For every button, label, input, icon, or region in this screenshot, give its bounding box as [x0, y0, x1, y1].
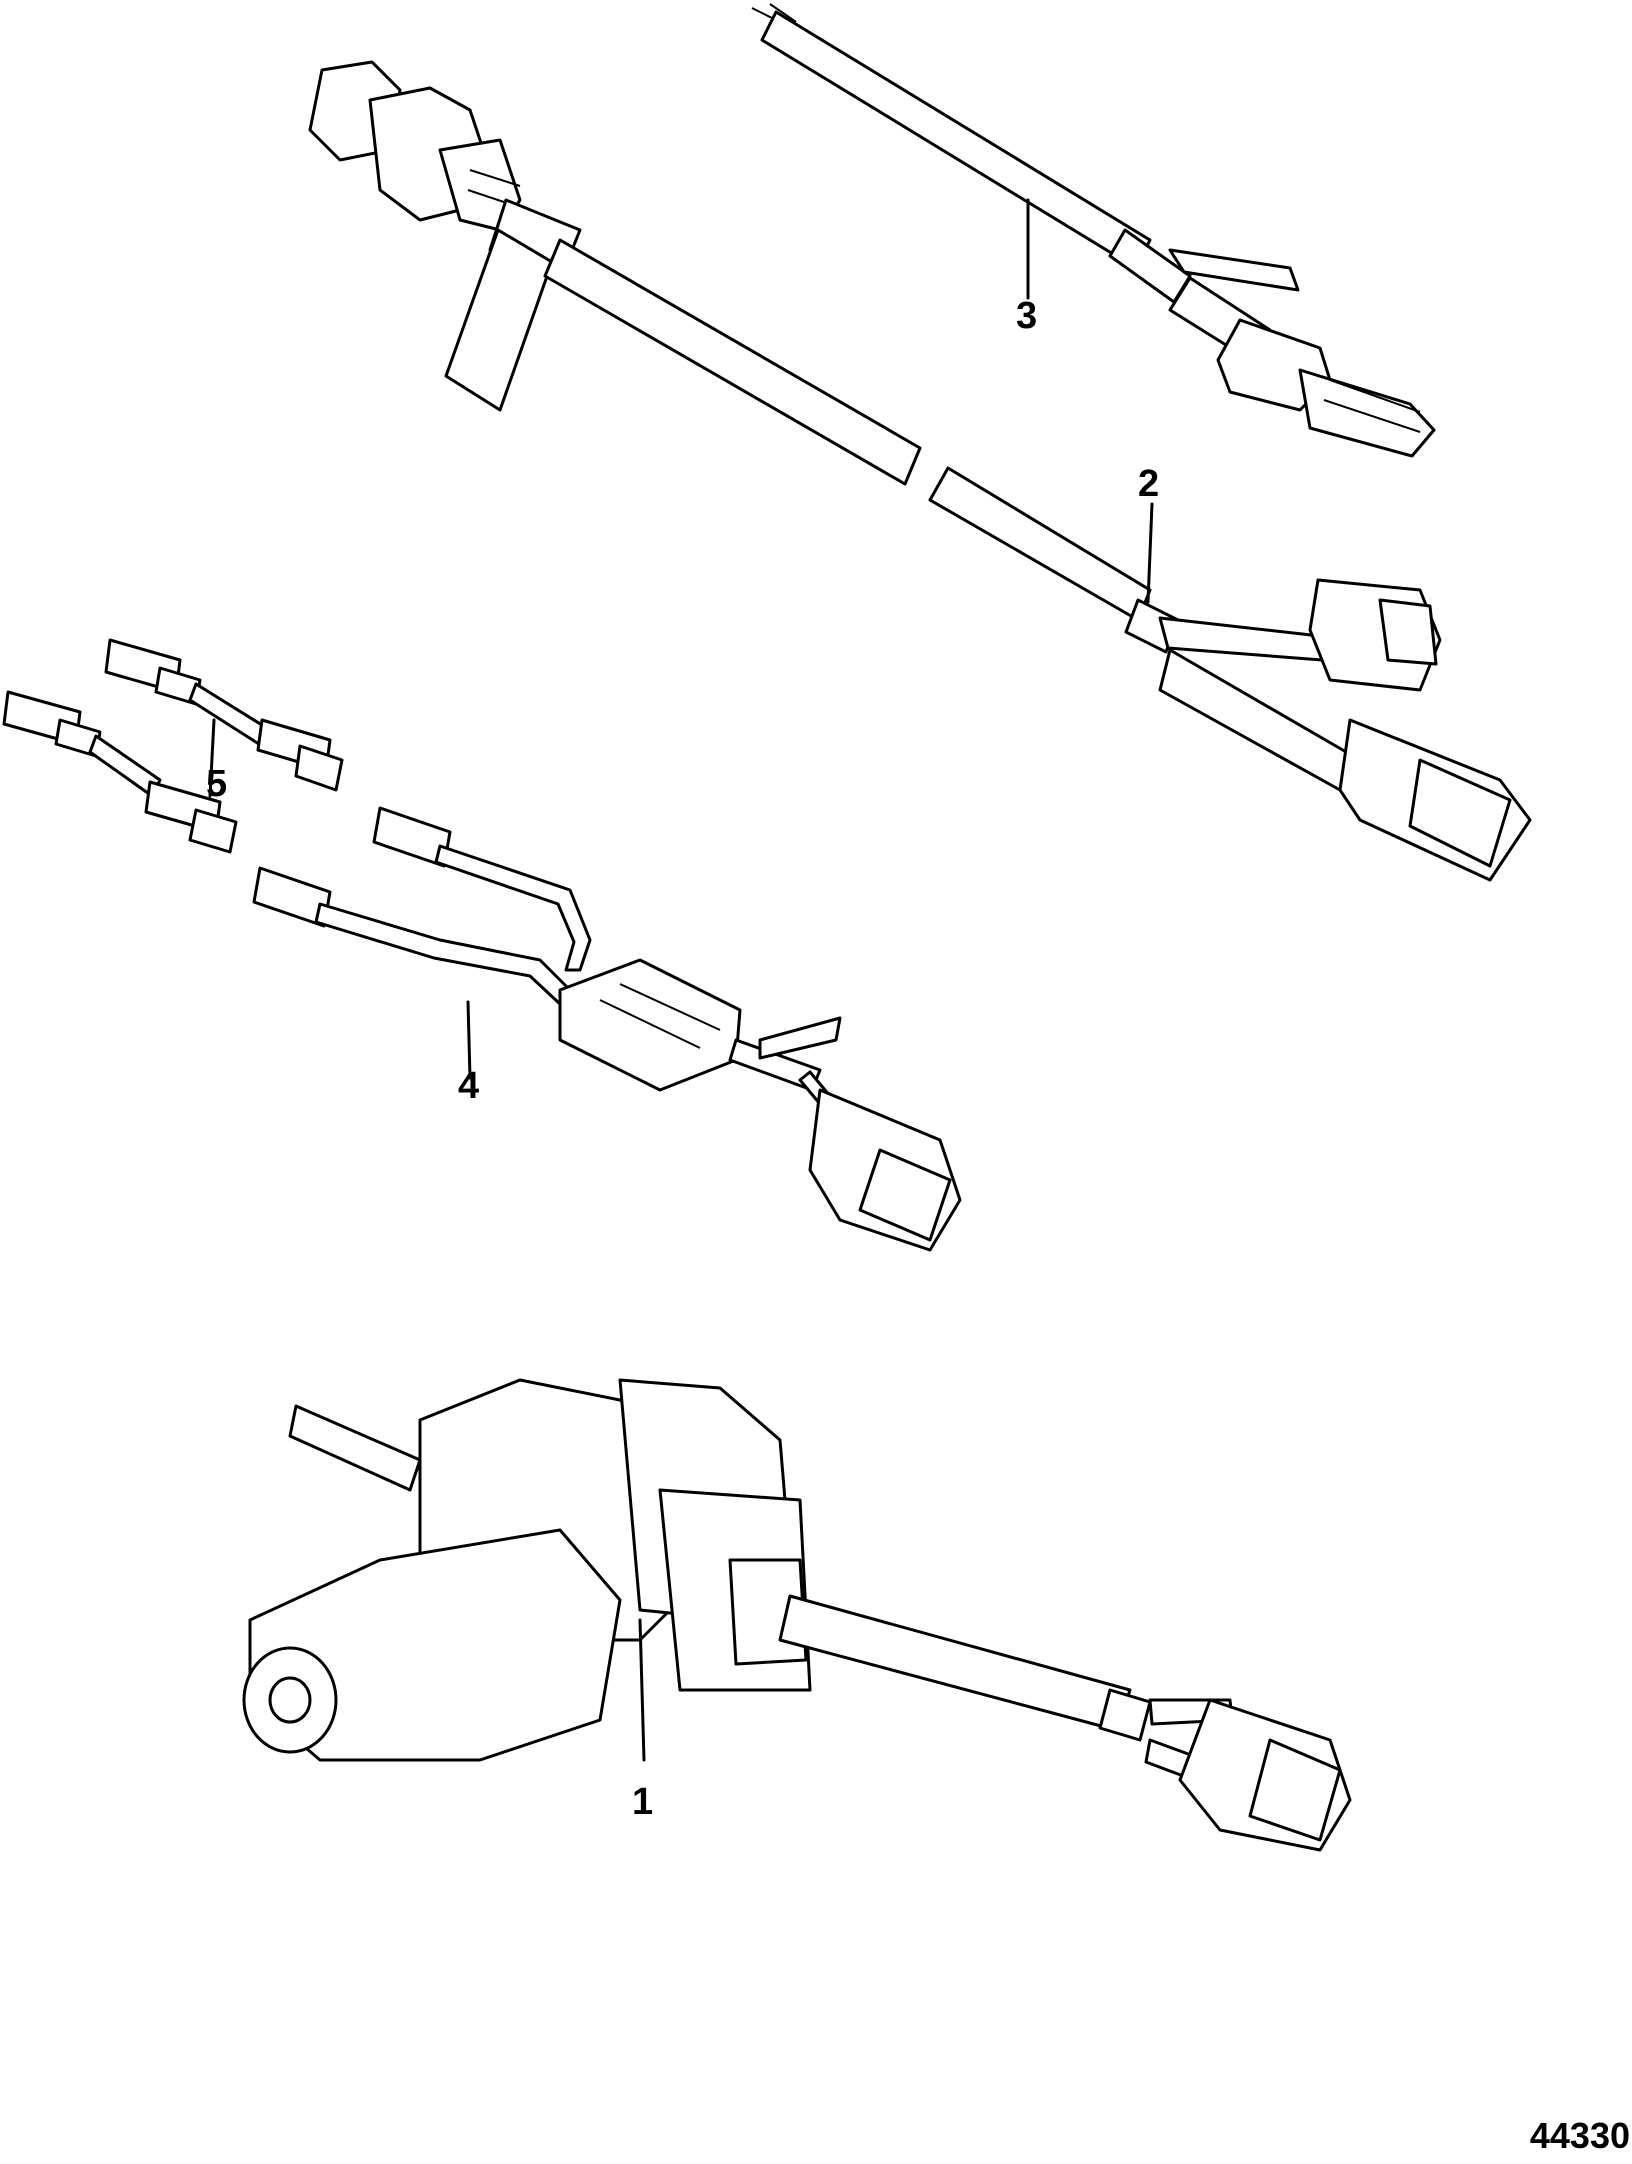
callout-5: 5: [206, 763, 227, 805]
callout-1: 1: [632, 1781, 653, 1823]
callout-2: 2: [1138, 463, 1159, 505]
extension-5: [2, 638, 344, 854]
callout-3: 3: [1016, 295, 1037, 337]
harness-2: [308, 60, 1532, 882]
callout-4: 4: [458, 1065, 479, 1107]
actuator-1: [242, 1378, 1352, 1852]
reference-number: 44330: [1530, 2115, 1630, 2156]
harness-3: [751, 3, 1436, 458]
harness-4: [252, 806, 962, 1252]
